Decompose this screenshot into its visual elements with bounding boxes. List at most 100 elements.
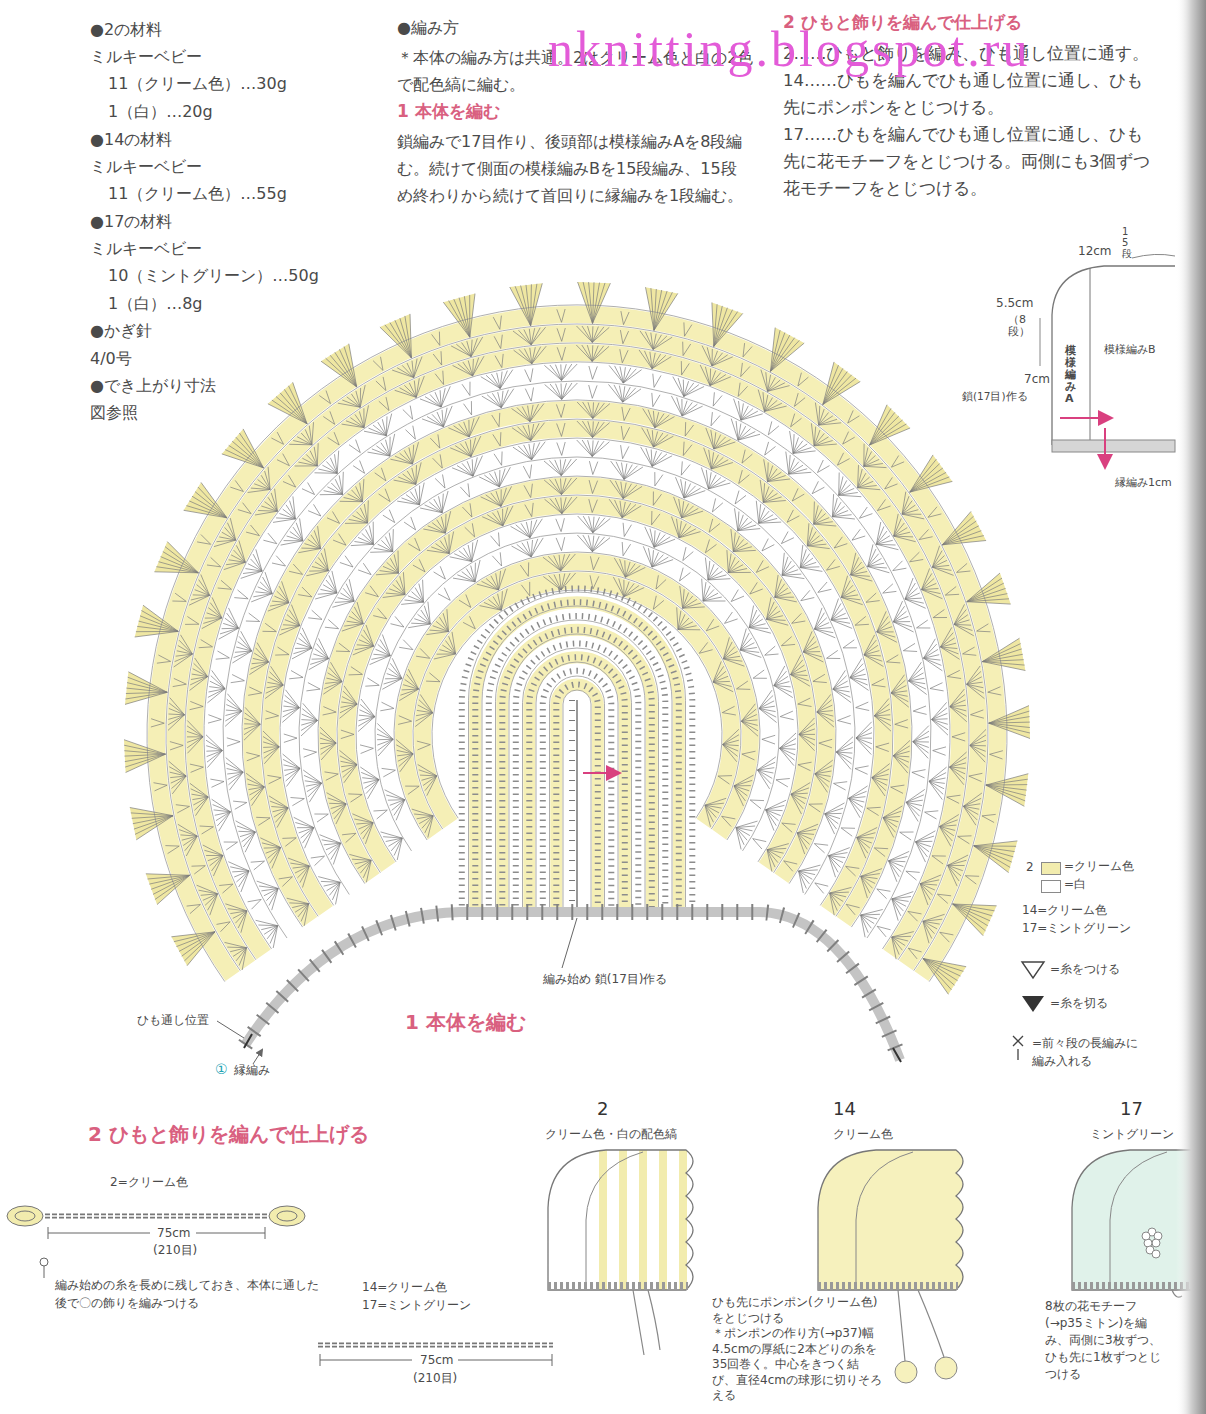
cut-yarn-symbol <box>1022 996 1044 1012</box>
flower-note: 8枚の花モチーフ(→p35ミトン)を編み、両側に3枚ずつ、ひも先に1枚ずつとじつ… <box>1045 1298 1169 1383</box>
variant-number: 2 <box>597 1098 608 1121</box>
pompom-note: ＊ポンポンの作り方(→p37)幅4.5cmの厚紙に2本どりの糸を35回巻く。中心… <box>712 1326 882 1404</box>
dimension-line <box>1132 254 1175 258</box>
materials-heading: ●2の材料 <box>90 20 162 40</box>
size-note: 図参照 <box>90 403 138 423</box>
cord-ornament <box>269 1206 305 1226</box>
bonnet-seam <box>1110 1152 1167 1290</box>
cord-ornament <box>277 1211 297 1221</box>
color-stripe <box>156 315 997 977</box>
flower-motif <box>1142 1228 1162 1258</box>
cord <box>45 1214 268 1219</box>
materials-heading: ●かぎ針 <box>90 321 152 341</box>
variant-number: 17 <box>1120 1098 1143 1121</box>
materials-heading: ●でき上がり寸法 <box>90 376 216 396</box>
yarn-amount: 1（白）…20g <box>108 102 213 122</box>
pattern-label: 模様編みA <box>1065 345 1076 405</box>
cord-ornament <box>7 1206 43 1226</box>
legend-number: 2 <box>1026 860 1034 875</box>
dimension-label: 5.5cm <box>996 296 1033 311</box>
cord-label: 17=ミントグリーン <box>362 1298 471 1313</box>
yarn-amount: 11（クリーム色）…30g <box>108 74 287 94</box>
bonnet-outline <box>1052 266 1175 445</box>
bonnet-illustration <box>548 1150 693 1355</box>
row-count: 15段 <box>1122 226 1132 259</box>
legend-text: =糸を切る <box>1050 996 1108 1011</box>
chain-round <box>147 305 1007 982</box>
color-stripe <box>475 602 679 912</box>
pattern-label: 模様編みB <box>1104 343 1156 357</box>
direction-arrow <box>1104 428 1106 466</box>
bonnet-body <box>548 1150 693 1290</box>
edging-band <box>548 1282 688 1290</box>
start-note: 編み始め 鎖(17目)作る <box>543 972 667 987</box>
method-heading: ●編み方 <box>397 18 459 38</box>
foundation-chain <box>576 700 577 908</box>
row-count: （8段） <box>1008 314 1019 338</box>
cord-label: 14=クリーム色 <box>362 1280 447 1295</box>
callout-number: ① <box>215 1061 228 1079</box>
hook-size: 4/0号 <box>90 349 132 369</box>
shell-stitches <box>124 282 1030 994</box>
drawing-part <box>1152 1239 1160 1247</box>
dimension-label: 鎖(17目)作る <box>962 390 1028 403</box>
pompom-note: ひも先にポンポン(クリーム色)をとじつける <box>712 1295 882 1326</box>
stitch-symbol <box>1013 1036 1023 1060</box>
yarn-amount: 10（ミントグリーン）…50g <box>108 266 319 286</box>
variant-number: 14 <box>833 1098 856 1121</box>
color-note: 17=ミントグリーン <box>1022 921 1131 936</box>
legend-text: =糸をつける <box>1050 962 1120 977</box>
leader-line <box>562 918 577 968</box>
single-crochet-marks <box>462 588 693 912</box>
edging-band <box>1052 440 1175 452</box>
materials-heading: ●17の材料 <box>90 212 172 232</box>
edging-stitches <box>245 912 900 1060</box>
edging-label: 縁編み <box>234 1063 270 1078</box>
section-heading: 1 本体を編む <box>405 1010 526 1035</box>
variant-color: クリーム色・白の配色縞 <box>545 1127 677 1142</box>
variant-color: ミントグリーン <box>1090 1127 1174 1142</box>
variant-color: クリーム色 <box>833 1127 893 1142</box>
direction-arrow <box>1060 417 1110 419</box>
color-note: 14=クリーム色 <box>1022 903 1107 918</box>
chart-body <box>124 282 1030 994</box>
legend-text: =前々段の長編みに編み入れる <box>1032 1034 1144 1070</box>
cord-ornament <box>15 1211 35 1221</box>
bonnet-body <box>818 1150 963 1290</box>
leader-line <box>44 1266 45 1278</box>
yarn-name: ミルキーベビー <box>90 157 202 177</box>
color-stripe <box>556 684 598 912</box>
attach-yarn-symbol <box>1022 962 1044 978</box>
position-label: ひも通し位置 <box>137 1013 209 1028</box>
yarn-name: ミルキーベビー <box>90 47 202 67</box>
direction-arrow <box>583 772 618 774</box>
cord <box>318 1344 553 1346</box>
pompom <box>935 1357 957 1379</box>
drawing-part <box>1142 1232 1150 1240</box>
bonnet-seam <box>586 1152 643 1290</box>
step-heading: 1 本体を編む <box>397 101 500 122</box>
note-marker <box>40 1258 48 1266</box>
section-heading: 2 ひもと飾りを編んで仕上げる <box>88 1122 369 1147</box>
yarn-name: ミルキーベビー <box>90 239 202 259</box>
stitch-count: (210目) <box>153 1243 197 1258</box>
shell-fill <box>124 282 1030 994</box>
dimension-label: 75cm <box>157 1226 191 1241</box>
color-stripe <box>529 657 625 912</box>
finishing-text: 17……ひもを編んでひも通し位置に通し、ひも先に花モチーフをとじつける。両側にも… <box>783 121 1155 202</box>
drawing-part <box>1152 1250 1160 1258</box>
dimension-label: 75cm <box>420 1353 454 1368</box>
legend-text: =白 <box>1064 877 1086 892</box>
leader-line <box>217 1021 244 1038</box>
cord <box>318 1343 553 1348</box>
dimension-label: 7cm <box>1024 372 1050 387</box>
leader-arrow <box>253 1050 262 1064</box>
stripes <box>603 1150 683 1290</box>
bonnet-outline <box>548 1150 693 1290</box>
pattern-label: 縁編み1cm <box>1115 476 1172 490</box>
pompom <box>895 1361 917 1383</box>
stripe <box>603 1150 683 1290</box>
edging-band <box>818 1282 958 1290</box>
